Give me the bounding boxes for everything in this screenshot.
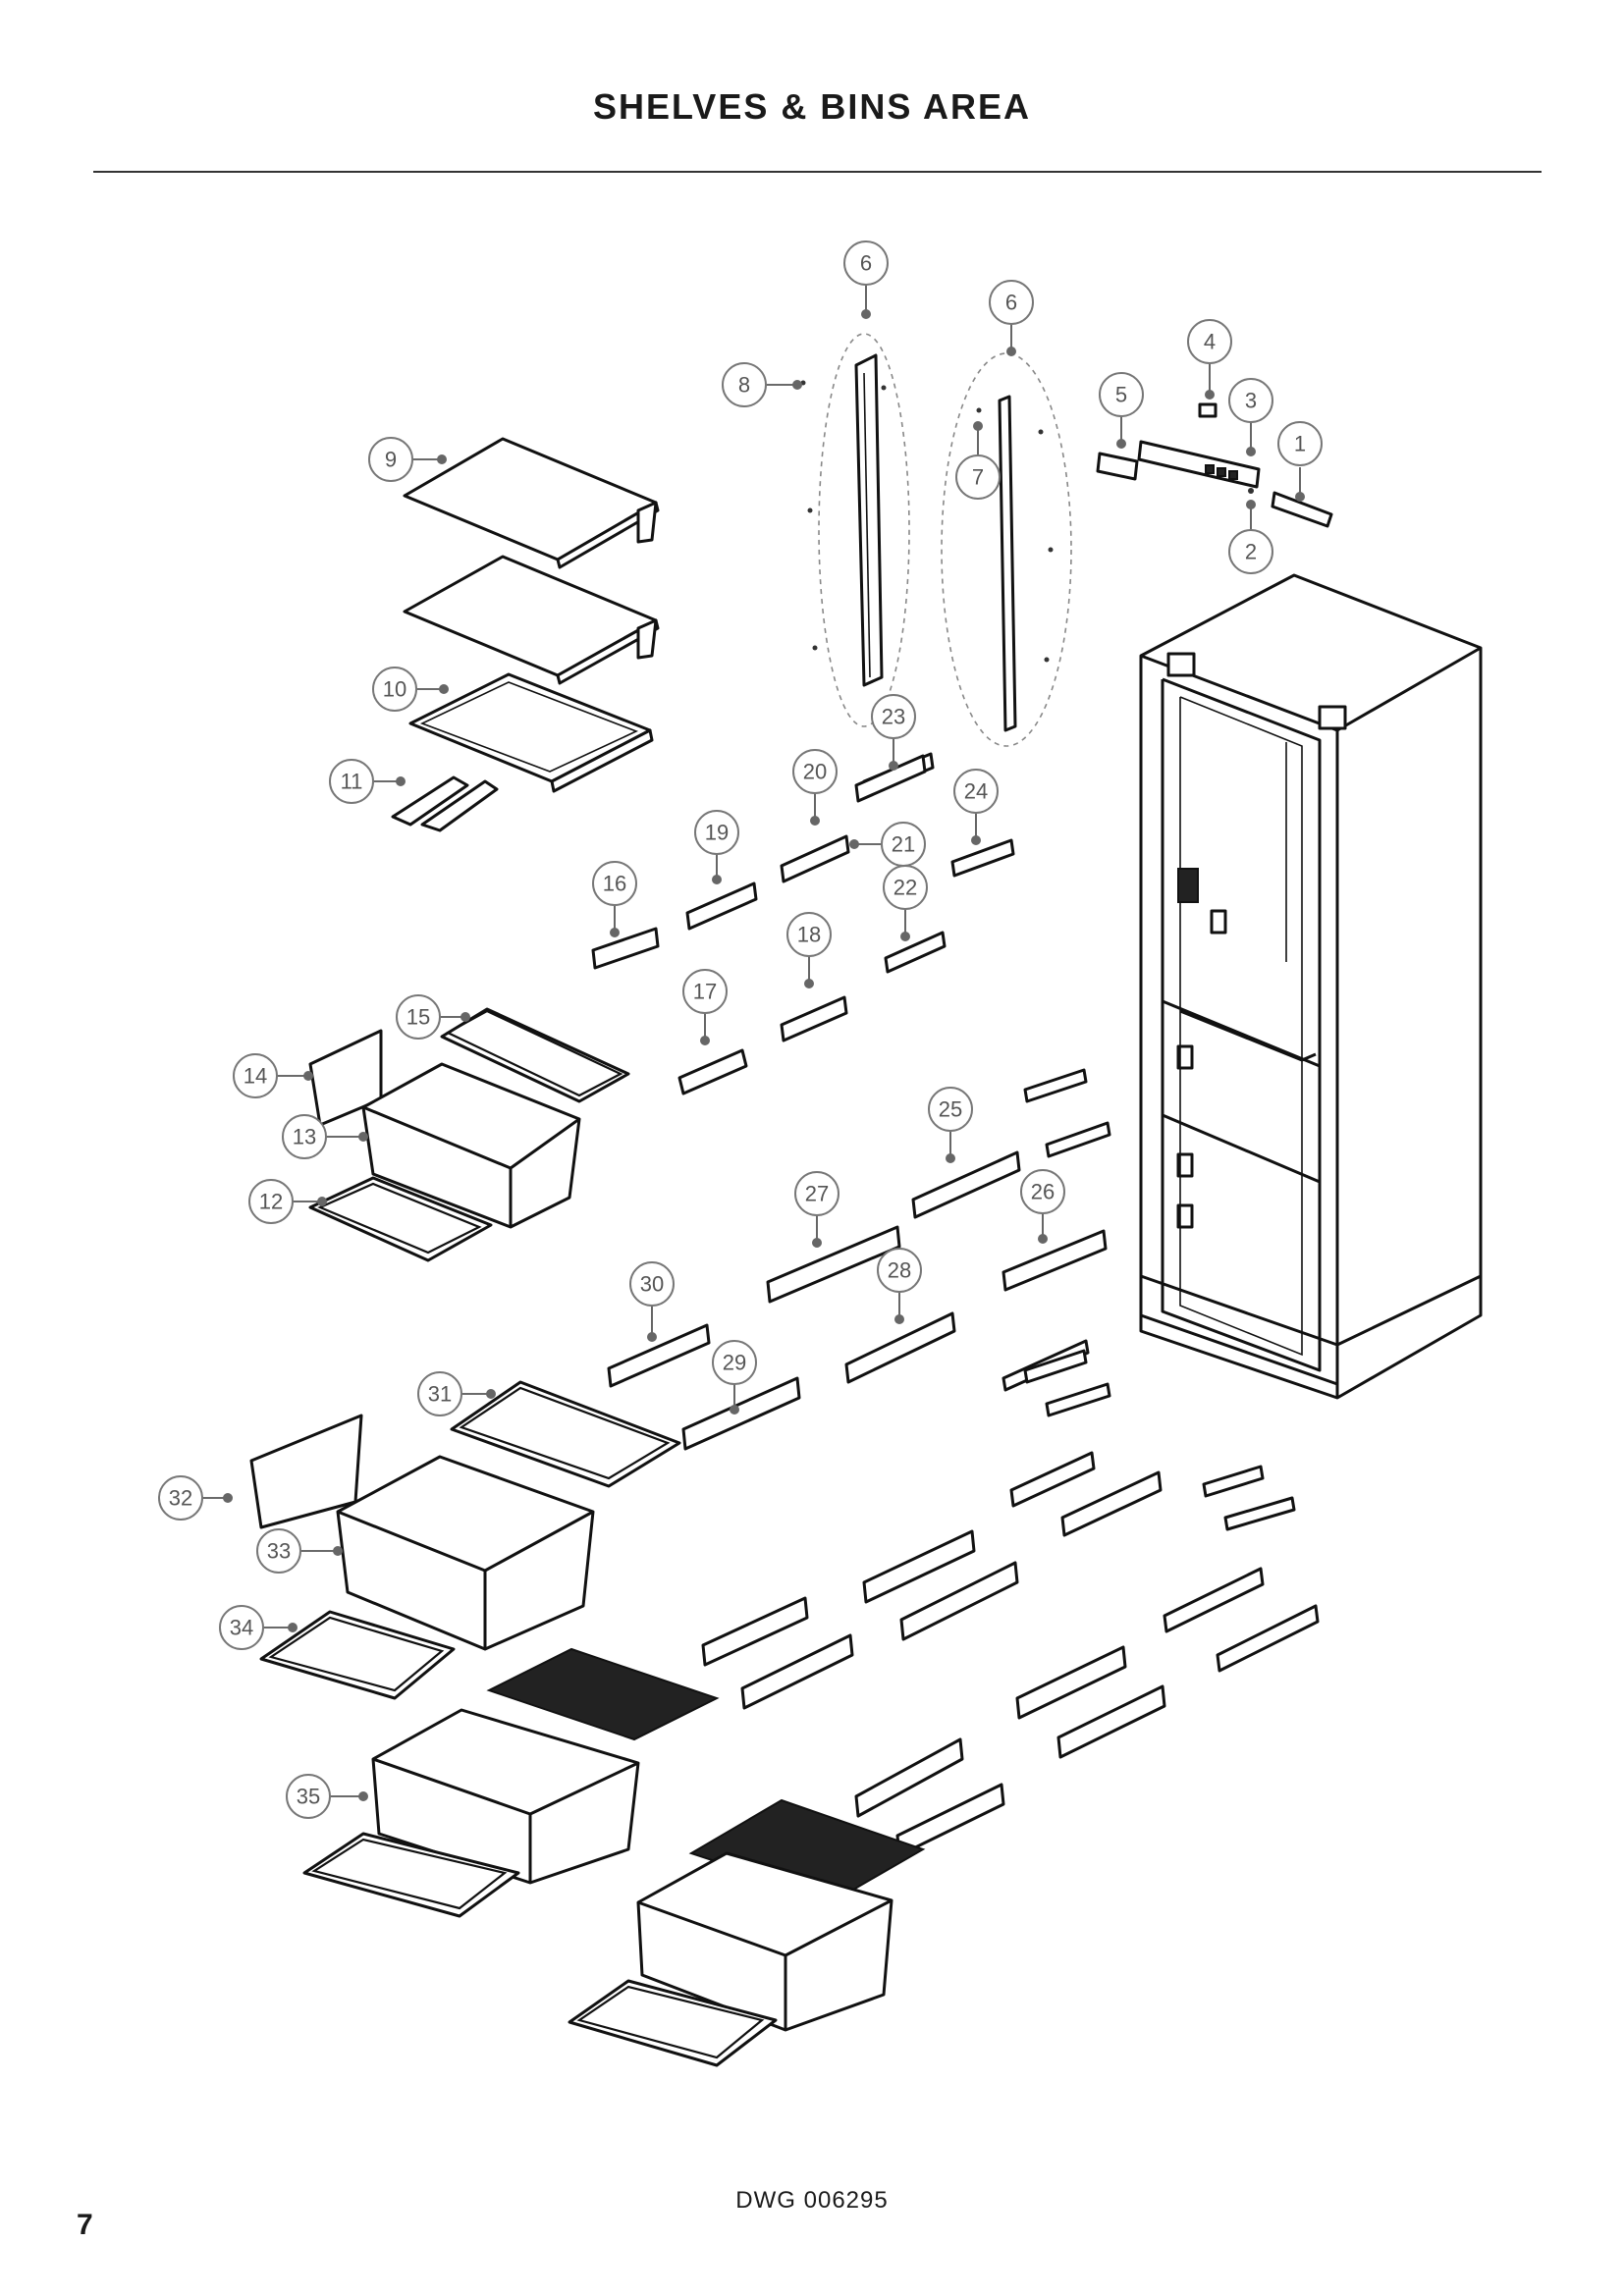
glass-shelf-lower: [408, 672, 654, 793]
callout-12: 12: [248, 1179, 294, 1224]
callout-26: 26: [1020, 1169, 1065, 1214]
svg-text:6: 6: [860, 251, 872, 276]
svg-text:10: 10: [383, 677, 406, 702]
callout-35: 35: [286, 1774, 331, 1819]
callout-33: 33: [256, 1528, 301, 1574]
svg-text:25: 25: [939, 1097, 962, 1122]
svg-text:4: 4: [1204, 330, 1216, 354]
callout-16: 16: [592, 861, 637, 906]
callout-29: 29: [712, 1340, 757, 1385]
svg-text:34: 34: [230, 1616, 253, 1640]
svg-text:2: 2: [1245, 540, 1257, 564]
title-divider: [93, 171, 1542, 173]
crisper-bin-upper: [308, 1007, 630, 1262]
callout-20: 20: [792, 749, 838, 794]
svg-text:32: 32: [169, 1486, 192, 1511]
page-number: 7: [77, 2209, 93, 2241]
callout-34: 34: [219, 1605, 264, 1650]
svg-text:26: 26: [1031, 1180, 1055, 1204]
callout-13: 13: [282, 1114, 327, 1159]
callout-leaders: [202, 285, 1305, 1801]
callout-6-left: 6: [843, 240, 889, 286]
callout-11: 11: [329, 759, 374, 804]
svg-text:33: 33: [267, 1539, 291, 1564]
drawing-number: DWG 006295: [735, 2187, 889, 2214]
glass-shelf-top: [403, 437, 660, 569]
callout-22: 22: [883, 865, 928, 910]
svg-text:31: 31: [428, 1382, 452, 1407]
callout-25: 25: [928, 1087, 973, 1132]
svg-text:13: 13: [293, 1125, 316, 1149]
callout-7: 7: [955, 454, 1001, 500]
callout-6-right: 6: [989, 280, 1034, 325]
svg-text:5: 5: [1115, 383, 1127, 407]
callout-23: 23: [871, 694, 916, 739]
refrigerator-cabinet: [1139, 573, 1483, 1400]
svg-text:18: 18: [797, 923, 821, 947]
glass-shelf-middle: [403, 555, 660, 685]
callout-9: 9: [368, 437, 413, 482]
callout-1: 1: [1277, 421, 1323, 466]
rail-group-outline-right: [941, 352, 1072, 747]
callout-2: 2: [1228, 529, 1273, 574]
callout-8: 8: [722, 362, 767, 407]
page-title: SHELVES & BINS AREA: [592, 86, 1032, 127]
callout-17: 17: [682, 969, 728, 1014]
svg-text:1: 1: [1294, 432, 1306, 456]
svg-text:11: 11: [341, 770, 363, 794]
svg-text:20: 20: [803, 760, 827, 784]
freezer-drawer-right: [568, 1798, 926, 2067]
svg-text:29: 29: [723, 1351, 746, 1375]
callout-14: 14: [233, 1053, 278, 1098]
svg-text:6: 6: [1005, 291, 1017, 315]
callout-5: 5: [1099, 372, 1144, 417]
callout-19: 19: [694, 810, 739, 855]
svg-text:27: 27: [805, 1182, 829, 1206]
callout-31: 31: [417, 1371, 462, 1416]
vertical-rail-left: [800, 353, 887, 687]
callout-32: 32: [158, 1475, 203, 1521]
svg-text:30: 30: [640, 1272, 664, 1297]
callout-4: 4: [1187, 319, 1232, 364]
svg-text:21: 21: [892, 832, 915, 857]
callout-10: 10: [372, 667, 417, 712]
callout-28: 28: [877, 1248, 922, 1293]
svg-text:23: 23: [882, 705, 905, 729]
svg-text:22: 22: [893, 876, 917, 900]
callout-30: 30: [629, 1261, 675, 1307]
svg-text:19: 19: [705, 821, 729, 845]
callout-15: 15: [396, 994, 441, 1040]
svg-text:8: 8: [738, 373, 750, 398]
svg-text:14: 14: [244, 1064, 267, 1089]
callout-18: 18: [786, 912, 832, 957]
svg-text:15: 15: [406, 1005, 430, 1030]
svg-text:35: 35: [297, 1785, 320, 1809]
svg-text:17: 17: [693, 980, 717, 1004]
svg-text:12: 12: [259, 1190, 283, 1214]
vertical-rail-right: [976, 395, 1054, 732]
svg-text:24: 24: [964, 779, 988, 804]
top-control-bracket: [1096, 402, 1333, 528]
callout-21: 21: [881, 822, 926, 867]
callout-24: 24: [953, 769, 999, 814]
shelf-support-clips: [391, 775, 499, 832]
svg-text:3: 3: [1245, 389, 1257, 413]
svg-text:16: 16: [603, 872, 626, 896]
svg-text:7: 7: [972, 465, 984, 490]
svg-text:9: 9: [385, 448, 397, 472]
freezer-drawer-left: [302, 1647, 720, 1918]
svg-text:28: 28: [888, 1258, 911, 1283]
callout-3: 3: [1228, 378, 1273, 423]
rail-group-outline-left: [818, 333, 910, 727]
callout-27: 27: [794, 1171, 839, 1216]
crisper-bin-lower: [249, 1380, 681, 1700]
